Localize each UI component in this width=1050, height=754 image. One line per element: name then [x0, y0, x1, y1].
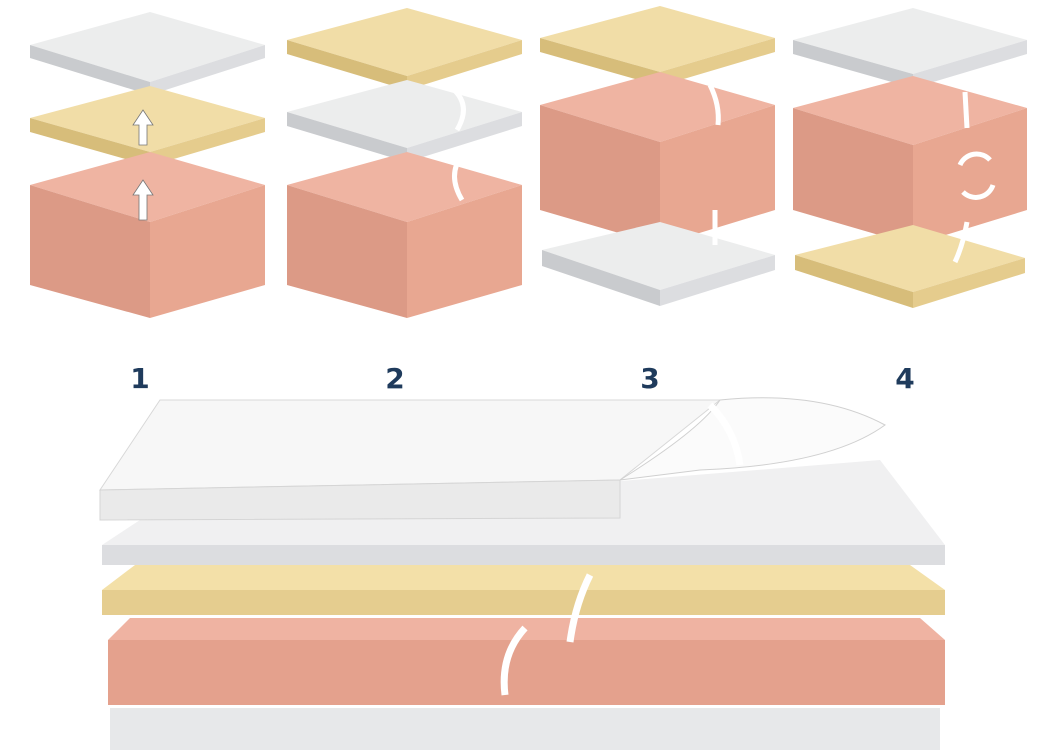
mattress-layers: [99, 397, 945, 750]
layer-base-cover: [110, 708, 940, 750]
layer-pink-foam: [793, 76, 1027, 245]
configuration-1: [20, 0, 282, 340]
arrow-up-icon: [132, 109, 154, 146]
layer-white-foam: [542, 222, 775, 306]
curved-arrow-icon: [500, 402, 744, 696]
layer-pink-foam: [108, 618, 945, 705]
curved-arrow-icon: [450, 86, 466, 202]
layer-white-foam: [287, 80, 522, 162]
configuration-2: [277, 0, 539, 340]
exploded-mattress-illustration: [0, 370, 1050, 754]
layer-white-foam: [30, 12, 265, 95]
arrow-down-icon: [707, 83, 721, 245]
mattress-cover: [99, 397, 886, 521]
layer-pink-foam: [287, 152, 522, 318]
config-number-3: 3: [640, 362, 660, 395]
config-number-2: 2: [385, 362, 405, 395]
config-2-illustration: [287, 8, 522, 318]
config-4-illustration: [793, 8, 1027, 308]
config-number-4: 4: [895, 362, 915, 395]
layer-pink-foam: [540, 72, 775, 245]
layer-white-foam: [793, 8, 1027, 88]
layer-yellow-foam: [795, 225, 1025, 308]
arrow-up-icon: [132, 179, 154, 221]
configuration-3: [530, 0, 792, 340]
rotate-icon: [957, 151, 996, 200]
configuration-4: [785, 0, 1047, 340]
config-1-illustration: [30, 12, 265, 318]
layer-yellow-foam: [102, 565, 945, 615]
arrow-down-icon: [952, 91, 970, 264]
config-number-1: 1: [130, 362, 150, 395]
layer-yellow-foam: [540, 6, 775, 86]
config-3-illustration: [540, 6, 775, 306]
layer-yellow-foam: [287, 8, 522, 90]
layer-pink-foam: [30, 152, 265, 318]
